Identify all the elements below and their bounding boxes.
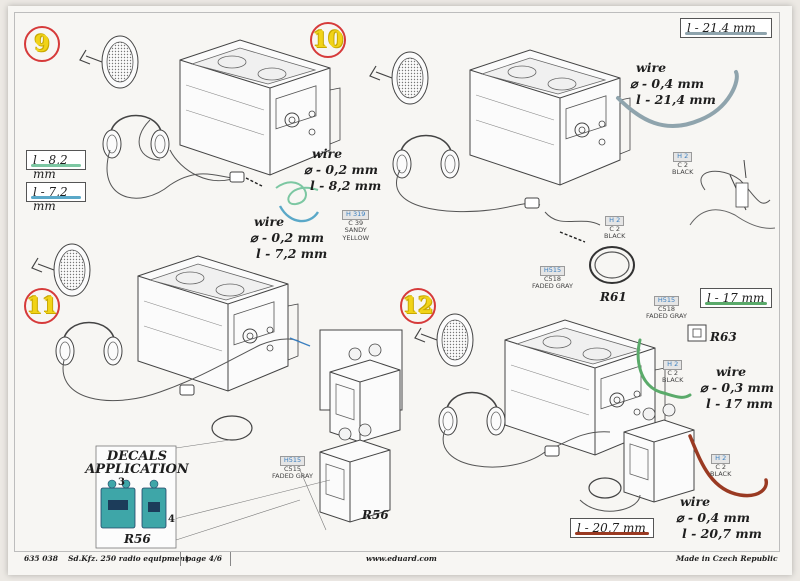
legend-label: l - 8,2 mm — [33, 153, 68, 181]
step-number-10: 10 — [310, 22, 346, 58]
legend-label: l - 21,4 mm — [687, 21, 756, 35]
part-r63: R63 — [710, 330, 737, 344]
footer-divider — [230, 552, 231, 566]
decal-battery-side-icon — [141, 479, 167, 529]
legend-label: l - 17 mm — [707, 291, 765, 305]
footer-website: www.eduard.com — [366, 554, 437, 563]
step-number-12: 12 — [400, 288, 436, 324]
decal-callout-4: 4 — [168, 514, 175, 525]
step-number-9: 9 — [24, 26, 60, 62]
part-r56: R56 — [362, 508, 389, 522]
paint-code-h2-a: H 2 C 2 BLACK — [672, 152, 694, 176]
footer-kit-code: 635 038 — [24, 554, 58, 563]
legend-wire-17mm: l - 17 mm — [700, 288, 772, 308]
legend-wire-7-2mm: l - 7,2 mm — [26, 182, 86, 213]
page-frame — [14, 12, 780, 552]
paint-code-h319: H 319 C 39 SANDY YELLOW — [342, 210, 370, 242]
wire-spec-10: wire ⌀ - 0,4 mm l - 21,4 mm — [630, 60, 716, 107]
paint-code-h2-c: H 2 C 2 BLACK — [662, 360, 684, 384]
decal-battery-front-icon — [100, 479, 136, 529]
paint-code-h2-d: H 2 C 2 BLACK — [710, 454, 732, 478]
wire-spec-9a: wire ⌀ - 0,2 mm l - 8,2 mm — [304, 146, 382, 193]
footer-divider — [180, 552, 181, 566]
paint-code-h2-b: H 2 C 2 BLACK — [604, 216, 626, 240]
footer-made-in: Made in Czech Republic — [676, 554, 778, 563]
wire-spec-12a: wire ⌀ - 0,3 mm l - 17 mm — [700, 364, 774, 411]
part-r56-decal: R56 — [124, 532, 151, 546]
legend-label: l - 7,2 mm — [33, 185, 68, 213]
decals-title: DECALS APPLICATION — [85, 449, 189, 477]
footer-product-name: Sd.Kfz. 250 radio equipment — [68, 554, 189, 563]
paint-code-h515-b: H515 C515 FADED GRAY — [272, 456, 313, 480]
footer-page-number: page 4/6 — [186, 554, 222, 563]
legend-swatch — [31, 196, 81, 199]
paint-code-h515-a: H515 C518 FADED GRAY — [532, 266, 573, 290]
part-r61: R61 — [600, 290, 627, 304]
paint-code-h515-c: H515 C518 FADED GRAY — [646, 296, 687, 320]
legend-wire-21-4mm: l - 21,4 mm — [680, 18, 772, 38]
wire-spec-12b: wire ⌀ - 0,4 mm l - 20,7 mm — [676, 494, 762, 541]
legend-wire-20-7mm: l - 20,7 mm — [570, 518, 654, 538]
decal-callout-3: 3 — [118, 477, 125, 488]
wire-spec-9b: wire ⌀ - 0,2 mm l - 7,2 mm — [250, 214, 328, 261]
legend-swatch — [705, 302, 767, 305]
legend-wire-8-2mm: l - 8,2 mm — [26, 150, 86, 181]
step-number-11: 11 — [24, 288, 60, 324]
legend-label: l - 20,7 mm — [577, 521, 646, 535]
legend-swatch — [575, 532, 649, 535]
legend-swatch — [31, 164, 81, 167]
legend-swatch — [685, 32, 767, 35]
